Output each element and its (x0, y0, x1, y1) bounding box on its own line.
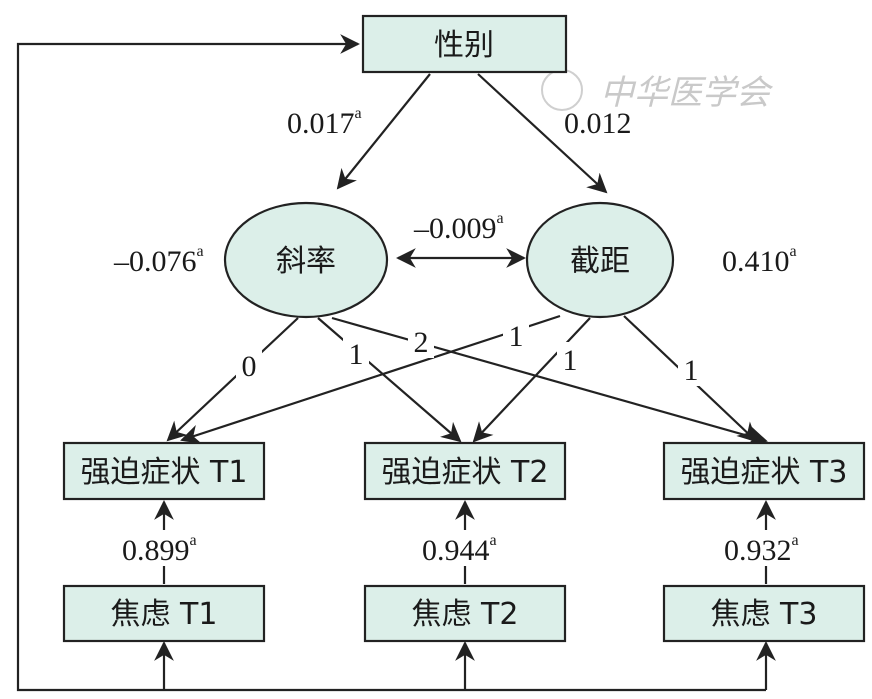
label-bg (408, 324, 434, 358)
label-bg (557, 342, 583, 376)
ocd-t3-label: 强迫症状 T3 (681, 455, 848, 490)
label-bg (343, 336, 369, 370)
anx-t3-box (662, 584, 866, 643)
anx-t2-label: 焦虑 T2 (412, 597, 519, 632)
ocd-t3-box (662, 441, 866, 501)
coef-anx-t2: 0.944a (422, 532, 497, 567)
coef-gender-slope: 0.017a (287, 105, 362, 140)
loading-slope-t2: 1 (349, 338, 364, 371)
label-bg (116, 530, 214, 566)
intercept-variance: 0.410a (722, 243, 797, 278)
intercept-label: 截距 (570, 244, 630, 279)
ocd-t1-box (62, 441, 266, 501)
anx-t1-box (62, 584, 266, 643)
label-bg (678, 352, 704, 386)
gender-box (361, 14, 568, 74)
ocd-t2-label: 强迫症状 T2 (382, 455, 549, 490)
gender-label: 性别 (434, 28, 494, 63)
arrow-slope-to-t3 (331, 316, 768, 446)
coef-anx-t3: 0.932a (724, 532, 799, 567)
coef-anx-t1: 0.899a (122, 532, 197, 567)
coef-covariance: –0.009a (413, 210, 504, 245)
label-bg (718, 530, 816, 566)
ocd-t2-box (363, 441, 567, 501)
arrow-slope-to-t2 (317, 317, 462, 443)
slope-variance: –0.076a (113, 243, 204, 278)
gender-feedback-arrow (16, 34, 360, 692)
slope-label: 斜率 (276, 244, 336, 279)
arrow-intercept-to-t2 (472, 317, 591, 443)
loading-intercept-t2: 1 (563, 344, 578, 377)
loading-intercept-t1: 1 (509, 320, 524, 353)
arrow-slope-to-t1 (166, 317, 299, 442)
loading-intercept-t3: 1 (684, 354, 699, 387)
anx-t3-label: 焦虑 T3 (711, 597, 818, 632)
anx-t2-box (363, 584, 567, 643)
loading-slope-t1: 0 (242, 350, 257, 383)
arrow-gender-to-intercept (477, 73, 608, 194)
label-bg (236, 348, 262, 382)
slope-ellipse (223, 201, 389, 319)
anx-t1-label: 焦虑 T1 (111, 597, 218, 632)
label-bg (416, 530, 514, 566)
label-bg (503, 318, 529, 352)
watermark-text: 中华医学会 (600, 73, 774, 113)
watermark: 中华医学会 (541, 69, 774, 113)
watermark-seal-icon (541, 69, 583, 111)
loading-slope-t3: 2 (414, 326, 429, 359)
intercept-ellipse (525, 201, 675, 319)
ocd-t1-label: 强迫症状 T1 (81, 455, 248, 490)
coef-gender-intercept: 0.012 (564, 107, 632, 140)
arrow-intercept-to-t1 (180, 314, 561, 444)
arrow-gender-to-slope (336, 73, 431, 190)
